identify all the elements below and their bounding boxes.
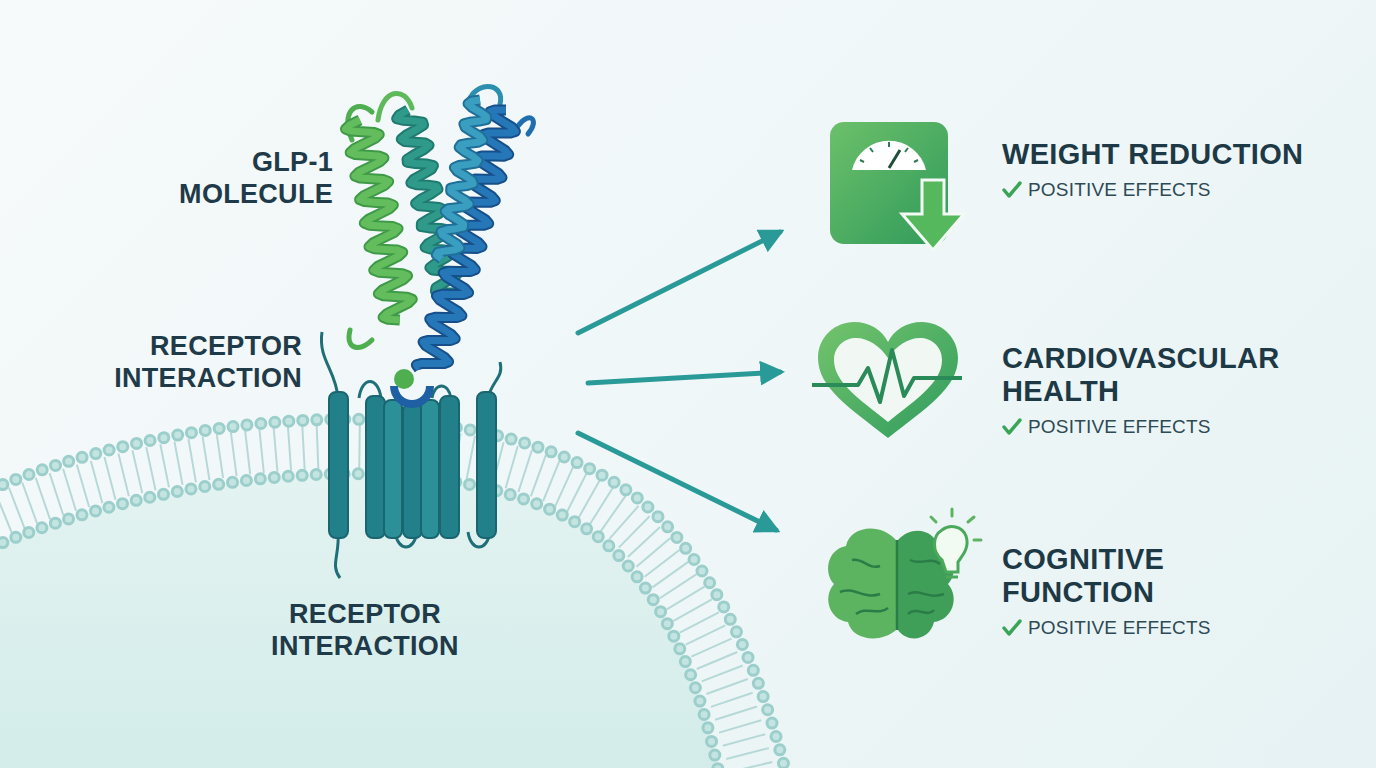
outcome-group: COGNITIVE FUNCTION POSITIVE EFFECTS bbox=[1002, 543, 1314, 639]
outcome-heading: CARDIOVASCULAR HEALTH bbox=[1002, 342, 1314, 408]
check-mark bbox=[1002, 418, 1022, 436]
outcome-heading: COGNITIVE FUNCTION bbox=[1002, 543, 1314, 609]
part-label: RECEPTOR INTERACTION bbox=[72, 330, 302, 394]
effect-text: POSITIVE EFFECTS bbox=[1028, 179, 1211, 201]
effect-row: POSITIVE EFFECTS bbox=[1002, 617, 1314, 639]
check-mark bbox=[1002, 619, 1022, 637]
effect-row: POSITIVE EFFECTS bbox=[1002, 179, 1314, 201]
check-mark bbox=[1002, 181, 1022, 199]
effect-text: POSITIVE EFFECTS bbox=[1028, 617, 1211, 639]
part-label: GLP-1 MOLECULE bbox=[103, 146, 333, 210]
outcome-group: CARDIOVASCULAR HEALTH POSITIVE EFFECTS bbox=[1002, 342, 1314, 438]
effect-row: POSITIVE EFFECTS bbox=[1002, 416, 1314, 438]
outcome-group: WEIGHT REDUCTION POSITIVE EFFECTS bbox=[1002, 138, 1314, 201]
effect-text: POSITIVE EFFECTS bbox=[1028, 416, 1211, 438]
outcome-heading: WEIGHT REDUCTION bbox=[1002, 138, 1314, 171]
part-label: RECEPTOR INTERACTION bbox=[245, 598, 485, 662]
